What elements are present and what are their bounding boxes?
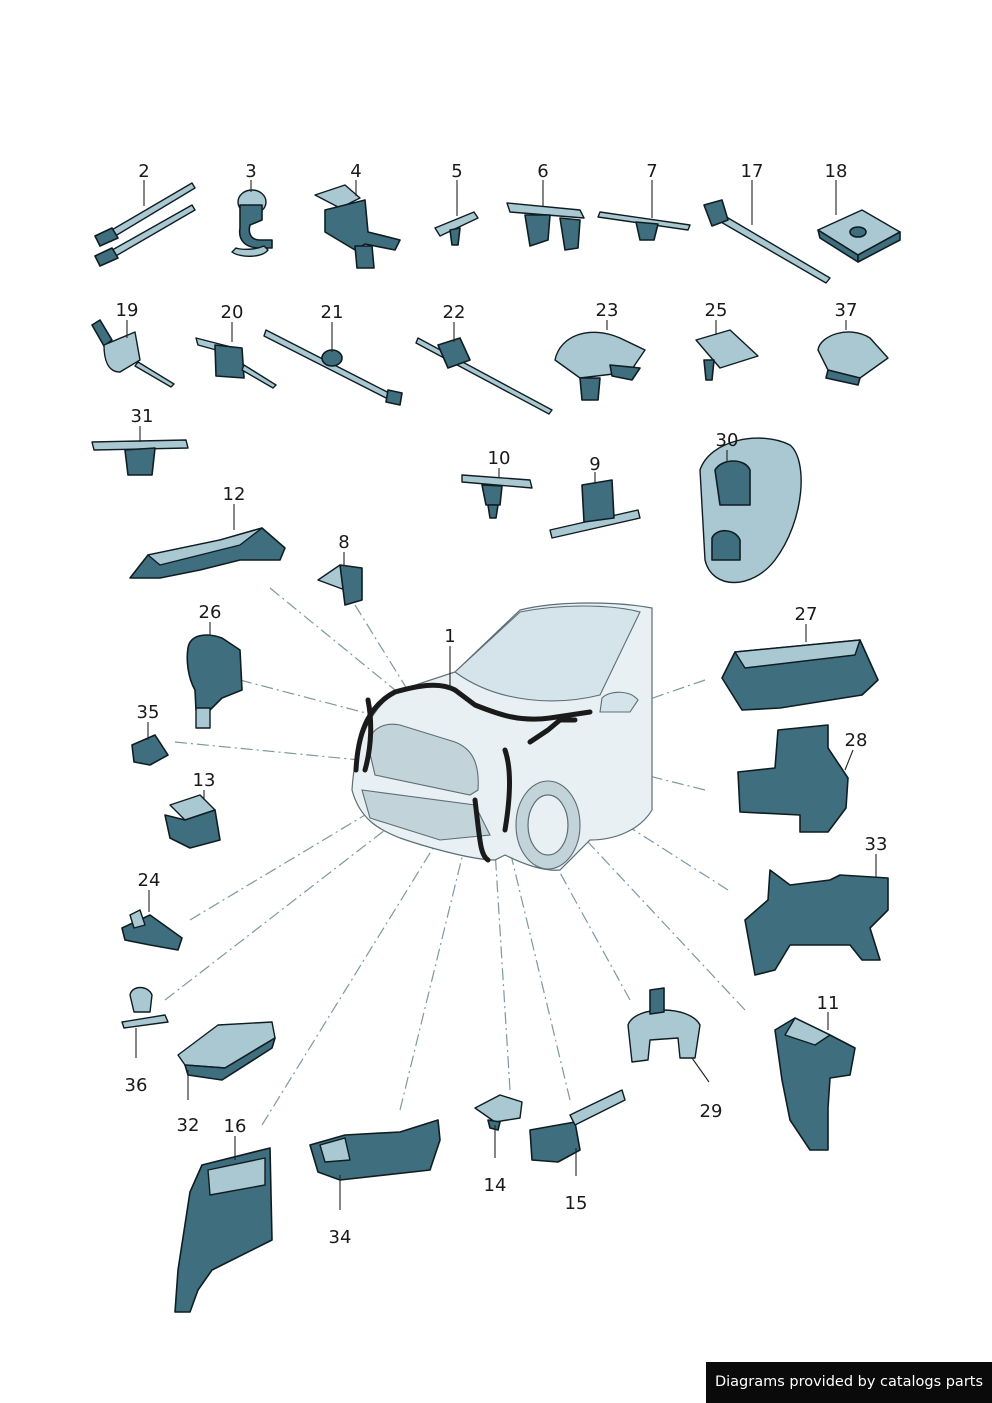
part-10-clip: [461, 474, 533, 519]
label-15: 15: [565, 1193, 588, 1214]
label-23: 23: [596, 300, 619, 321]
label-2: 2: [138, 161, 149, 182]
label-9: 9: [589, 454, 600, 475]
part-29-clip: [627, 987, 701, 1063]
part-22-cable-tie: [415, 337, 553, 415]
label-30: 30: [716, 430, 739, 451]
part-7-clip: [597, 211, 691, 241]
part-17-cable-tie: [703, 199, 831, 284]
leader-ticks: [126, 180, 877, 1210]
label-34: 34: [329, 1227, 352, 1248]
part-8-clip: [317, 564, 363, 606]
part-36-clip: [121, 986, 169, 1029]
part-30-grommet: [699, 437, 802, 584]
part-12-bracket: [129, 527, 286, 579]
part-18-grommet: [817, 209, 901, 263]
part-35-clip: [131, 734, 169, 766]
label-8: 8: [338, 532, 349, 553]
part-3-clip: [231, 189, 273, 257]
part-19-holder: [91, 319, 175, 388]
vehicle-illustration: [351, 602, 653, 871]
part-14-clip: [474, 1094, 523, 1131]
part-23-clip: [554, 331, 646, 401]
label-24: 24: [138, 870, 161, 891]
part-11-bracket: [774, 1017, 856, 1151]
label-14: 14: [484, 1175, 507, 1196]
label-29: 29: [700, 1101, 723, 1122]
part-31-clip: [91, 439, 189, 476]
label-22: 22: [443, 302, 466, 323]
credit-banner: Diagrams provided by catalogs parts: [706, 1362, 992, 1403]
label-4: 4: [350, 161, 361, 182]
part-37-holder: [817, 331, 889, 386]
part-20-holder: [195, 337, 277, 389]
label-27: 27: [795, 604, 818, 625]
label-11: 11: [817, 993, 840, 1014]
label-13: 13: [193, 770, 216, 791]
label-1: 1: [444, 626, 455, 647]
part-26-grommet: [186, 634, 243, 729]
part-32-bracket: [177, 1021, 276, 1081]
label-26: 26: [199, 602, 222, 623]
label-12: 12: [223, 484, 246, 505]
label-20: 20: [221, 302, 244, 323]
part-15-holder: [529, 1089, 626, 1163]
part-21-cable-tie: [263, 329, 403, 406]
part-28-bracket: [737, 724, 849, 833]
label-25: 25: [705, 300, 728, 321]
label-32: 32: [177, 1115, 200, 1136]
part-6-clip: [506, 202, 585, 251]
label-33: 33: [865, 834, 888, 855]
label-10: 10: [488, 448, 511, 469]
label-7: 7: [646, 161, 657, 182]
label-35: 35: [137, 702, 160, 723]
part-33-bracket: [744, 869, 889, 976]
label-36: 36: [125, 1075, 148, 1096]
label-19: 19: [116, 300, 139, 321]
part-13-holder: [164, 794, 221, 849]
part-9-clip: [549, 479, 641, 539]
label-21: 21: [321, 302, 344, 323]
label-28: 28: [845, 730, 868, 751]
label-31: 31: [131, 406, 154, 427]
part-34-bracket: [309, 1119, 441, 1181]
part-5-clip: [434, 211, 479, 246]
part-2-cable-ties: [94, 182, 196, 267]
label-37: 37: [835, 300, 858, 321]
part-16-panel: [174, 1147, 273, 1313]
label-6: 6: [537, 161, 548, 182]
label-3: 3: [245, 161, 256, 182]
label-16: 16: [224, 1116, 247, 1137]
label-17: 17: [741, 161, 764, 182]
position-labels: 1 2 3 4 5 6 7 8 9 10 11 12 13 14 15 16 1…: [116, 161, 888, 1248]
part-27-bracket: [721, 639, 879, 711]
label-5: 5: [451, 161, 462, 182]
part-4-holder: [314, 184, 401, 269]
part-25-clip: [695, 329, 759, 381]
part-24-holder: [121, 909, 183, 951]
label-18: 18: [825, 161, 848, 182]
